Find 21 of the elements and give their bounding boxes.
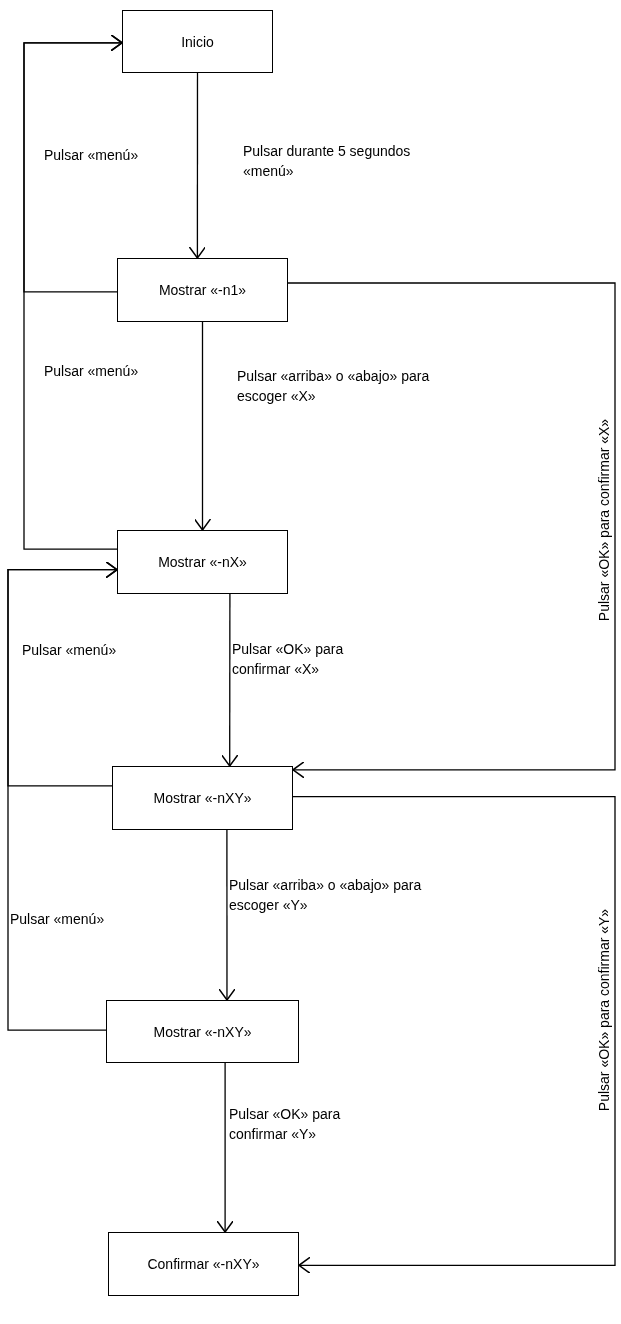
process-box	[122, 10, 273, 73]
box-label: Inicio	[181, 33, 214, 50]
box-label: Mostrar «-n1»	[158, 282, 247, 298]
box-label: Mostrar «-nXY»	[153, 1023, 252, 1040]
box-label: Mostrar «-nX»	[158, 554, 247, 570]
process-box	[108, 1232, 299, 1296]
box-label: Mostrar «-nXY»	[153, 790, 252, 806]
arrow	[193, 321, 212, 531]
process-box	[106, 1000, 299, 1063]
box-label: Confirmar «-nXY»	[147, 1256, 260, 1272]
process-box	[112, 766, 293, 830]
arrow	[23, 34, 123, 550]
arrow	[7, 560, 118, 1031]
arrow	[218, 829, 236, 1001]
process-box	[117, 258, 288, 322]
arrow	[216, 1062, 234, 1233]
arrow	[188, 72, 207, 259]
arrow	[287, 282, 616, 779]
process-box	[117, 530, 288, 594]
arrow	[292, 796, 616, 1275]
arrow	[220, 593, 239, 767]
